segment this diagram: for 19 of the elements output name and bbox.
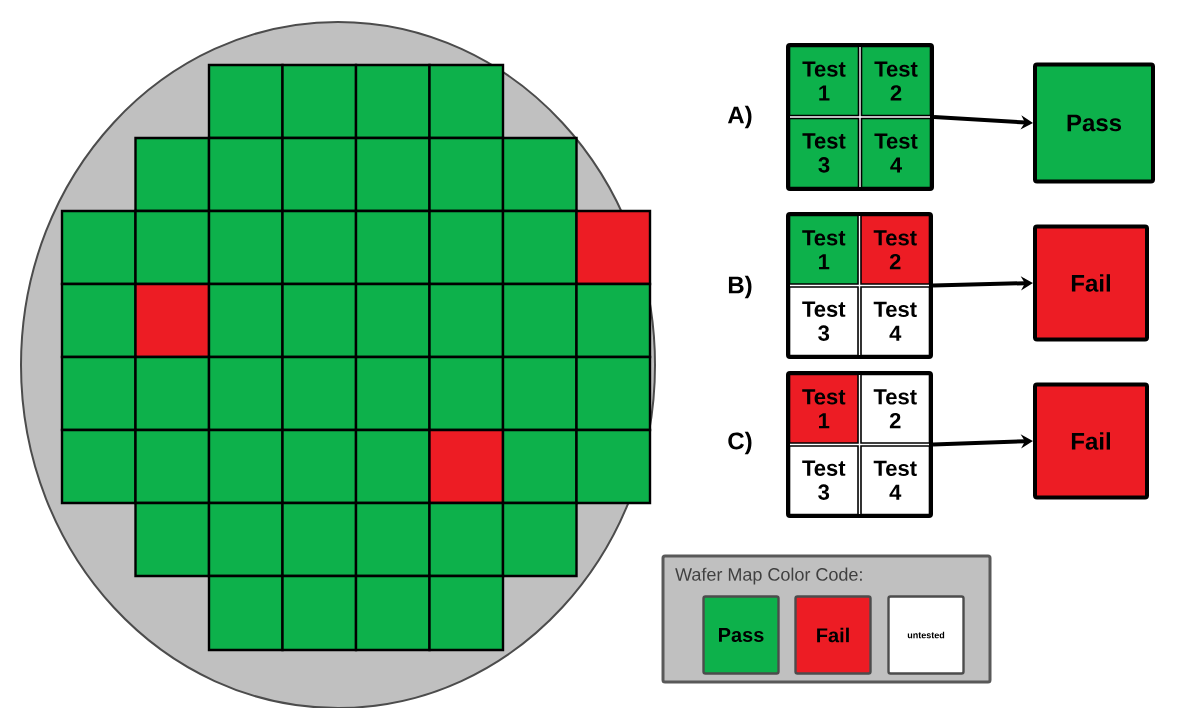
test-cell: Test 3 [788,445,859,516]
test-cell: Test 1 [788,214,859,285]
result-box: Pass [1033,62,1155,184]
test-cell: Test 3 [788,286,859,357]
test-cell: Test 4 [860,286,931,357]
test-cell: Test 2 [860,373,931,444]
test-cell: Test 3 [788,117,860,189]
row-label: B) [728,275,752,299]
test-cell: Test 4 [860,445,931,516]
row-label: C) [728,431,752,455]
test-cell: Test 1 [788,45,860,117]
legend-title: Wafer Map Color Code: [675,567,862,585]
test-cell: Test 2 [860,45,932,117]
test-cell: Test 2 [860,214,931,285]
result-box: Fail [1033,224,1149,342]
result-box: Fail [1033,382,1149,500]
row-label: A) [727,105,752,129]
test-cell: Test 1 [788,373,859,444]
test-cell: Test 4 [860,117,932,189]
